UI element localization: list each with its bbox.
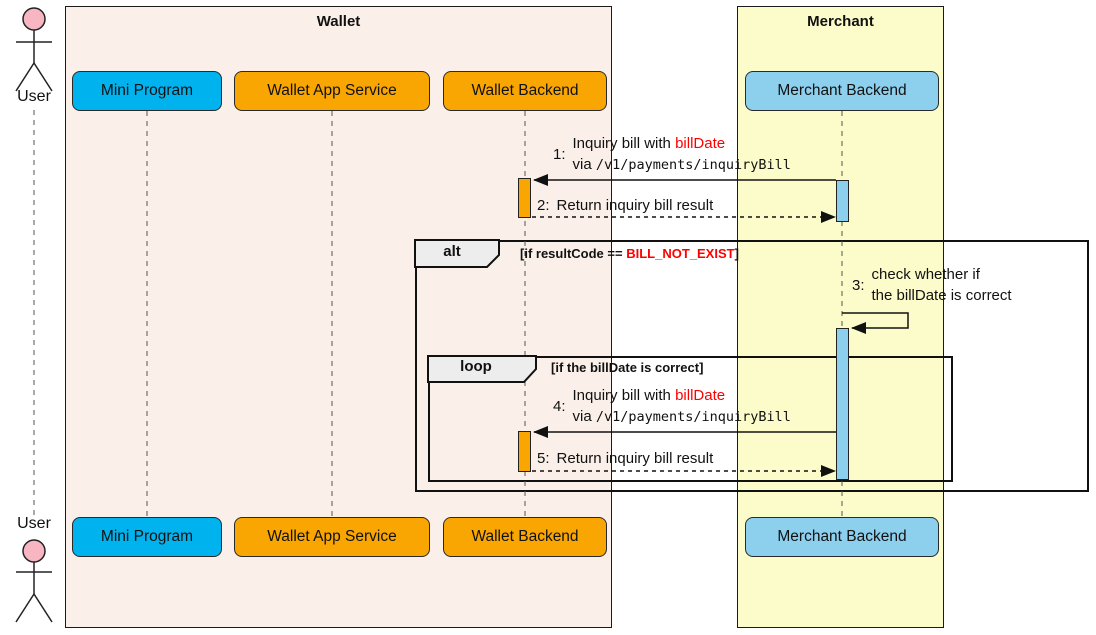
actor-label-user-top: User [17, 88, 51, 105]
loop-fragment-condition: [if the billDate is correct] [551, 360, 704, 375]
participant-wallet-app-service-bottom: Wallet App Service [234, 517, 430, 557]
participant-wallet-backend-top: Wallet Backend [443, 71, 607, 111]
participant-label: Wallet Backend [471, 82, 579, 99]
participant-mini-program-bottom: Mini Program [72, 517, 222, 557]
actor-label-user-bottom: User [17, 515, 51, 532]
message-4-text: 4: Inquiry bill with billDate via /v1/pa… [553, 385, 791, 428]
message-text: via [572, 156, 596, 173]
message-number: 1: [553, 146, 566, 163]
alt-fragment-label: alt [443, 243, 461, 260]
participant-label: Merchant Backend [777, 82, 907, 99]
condition-text: ] [734, 246, 739, 261]
message-highlight: billDate [675, 135, 726, 152]
participant-label: Wallet App Service [267, 82, 397, 99]
participant-merchant-backend-top: Merchant Backend [745, 71, 939, 111]
message-text: Inquiry bill with [572, 387, 676, 404]
message-number: 5: [537, 450, 550, 467]
message-code: /v1/payments/inquiryBill [595, 409, 791, 425]
participant-label: Mini Program [100, 528, 194, 545]
participant-label: Wallet App Service [267, 528, 397, 545]
actor-figure-bottom [15, 539, 53, 623]
alt-fragment-frame [415, 240, 1089, 492]
message-text: check whether if [871, 266, 980, 283]
message-number: 3: [852, 276, 865, 294]
participant-wallet-backend-bottom: Wallet Backend [443, 517, 607, 557]
activation-wallet-backend-1 [518, 178, 531, 218]
loop-fragment-frame [428, 356, 953, 482]
message-5-text: 5: Return inquiry bill result [537, 448, 713, 469]
wallet-group-title: Wallet [316, 13, 361, 30]
message-text: Return inquiry bill result [556, 197, 714, 214]
participant-label: Mini Program [100, 82, 194, 99]
condition-text: [if resultCode == [520, 246, 627, 261]
message-text: Inquiry bill with [572, 135, 676, 152]
message-3-text: 3: check whether if the billDate is corr… [852, 264, 1012, 306]
participant-mini-program-top: Mini Program [72, 71, 222, 111]
merchant-group-title: Merchant [807, 13, 874, 30]
alt-fragment-condition: [if resultCode == BILL_NOT_EXIST] [520, 246, 739, 261]
message-text: the billDate is correct [871, 287, 1012, 304]
message-highlight: billDate [675, 387, 726, 404]
participant-merchant-backend-bottom: Merchant Backend [745, 517, 939, 557]
message-text: Return inquiry bill result [556, 450, 714, 467]
loop-fragment-label: loop [460, 358, 492, 375]
activation-merchant-backend-2 [836, 328, 849, 480]
message-1-text: 1: Inquiry bill with billDate via /v1/pa… [553, 133, 791, 176]
participant-label: Merchant Backend [777, 528, 907, 545]
actor-figure-top [15, 7, 53, 92]
message-2-text: 2: Return inquiry bill result [537, 195, 713, 216]
message-number: 2: [537, 197, 550, 214]
message-code: /v1/payments/inquiryBill [595, 157, 791, 173]
participant-wallet-app-service-top: Wallet App Service [234, 71, 430, 111]
message-text: via [572, 408, 596, 425]
activation-merchant-backend-1 [836, 180, 849, 222]
activation-wallet-backend-2 [518, 431, 531, 472]
message-number: 4: [553, 398, 566, 415]
condition-highlight: BILL_NOT_EXIST [626, 246, 735, 261]
participant-label: Wallet Backend [471, 528, 579, 545]
